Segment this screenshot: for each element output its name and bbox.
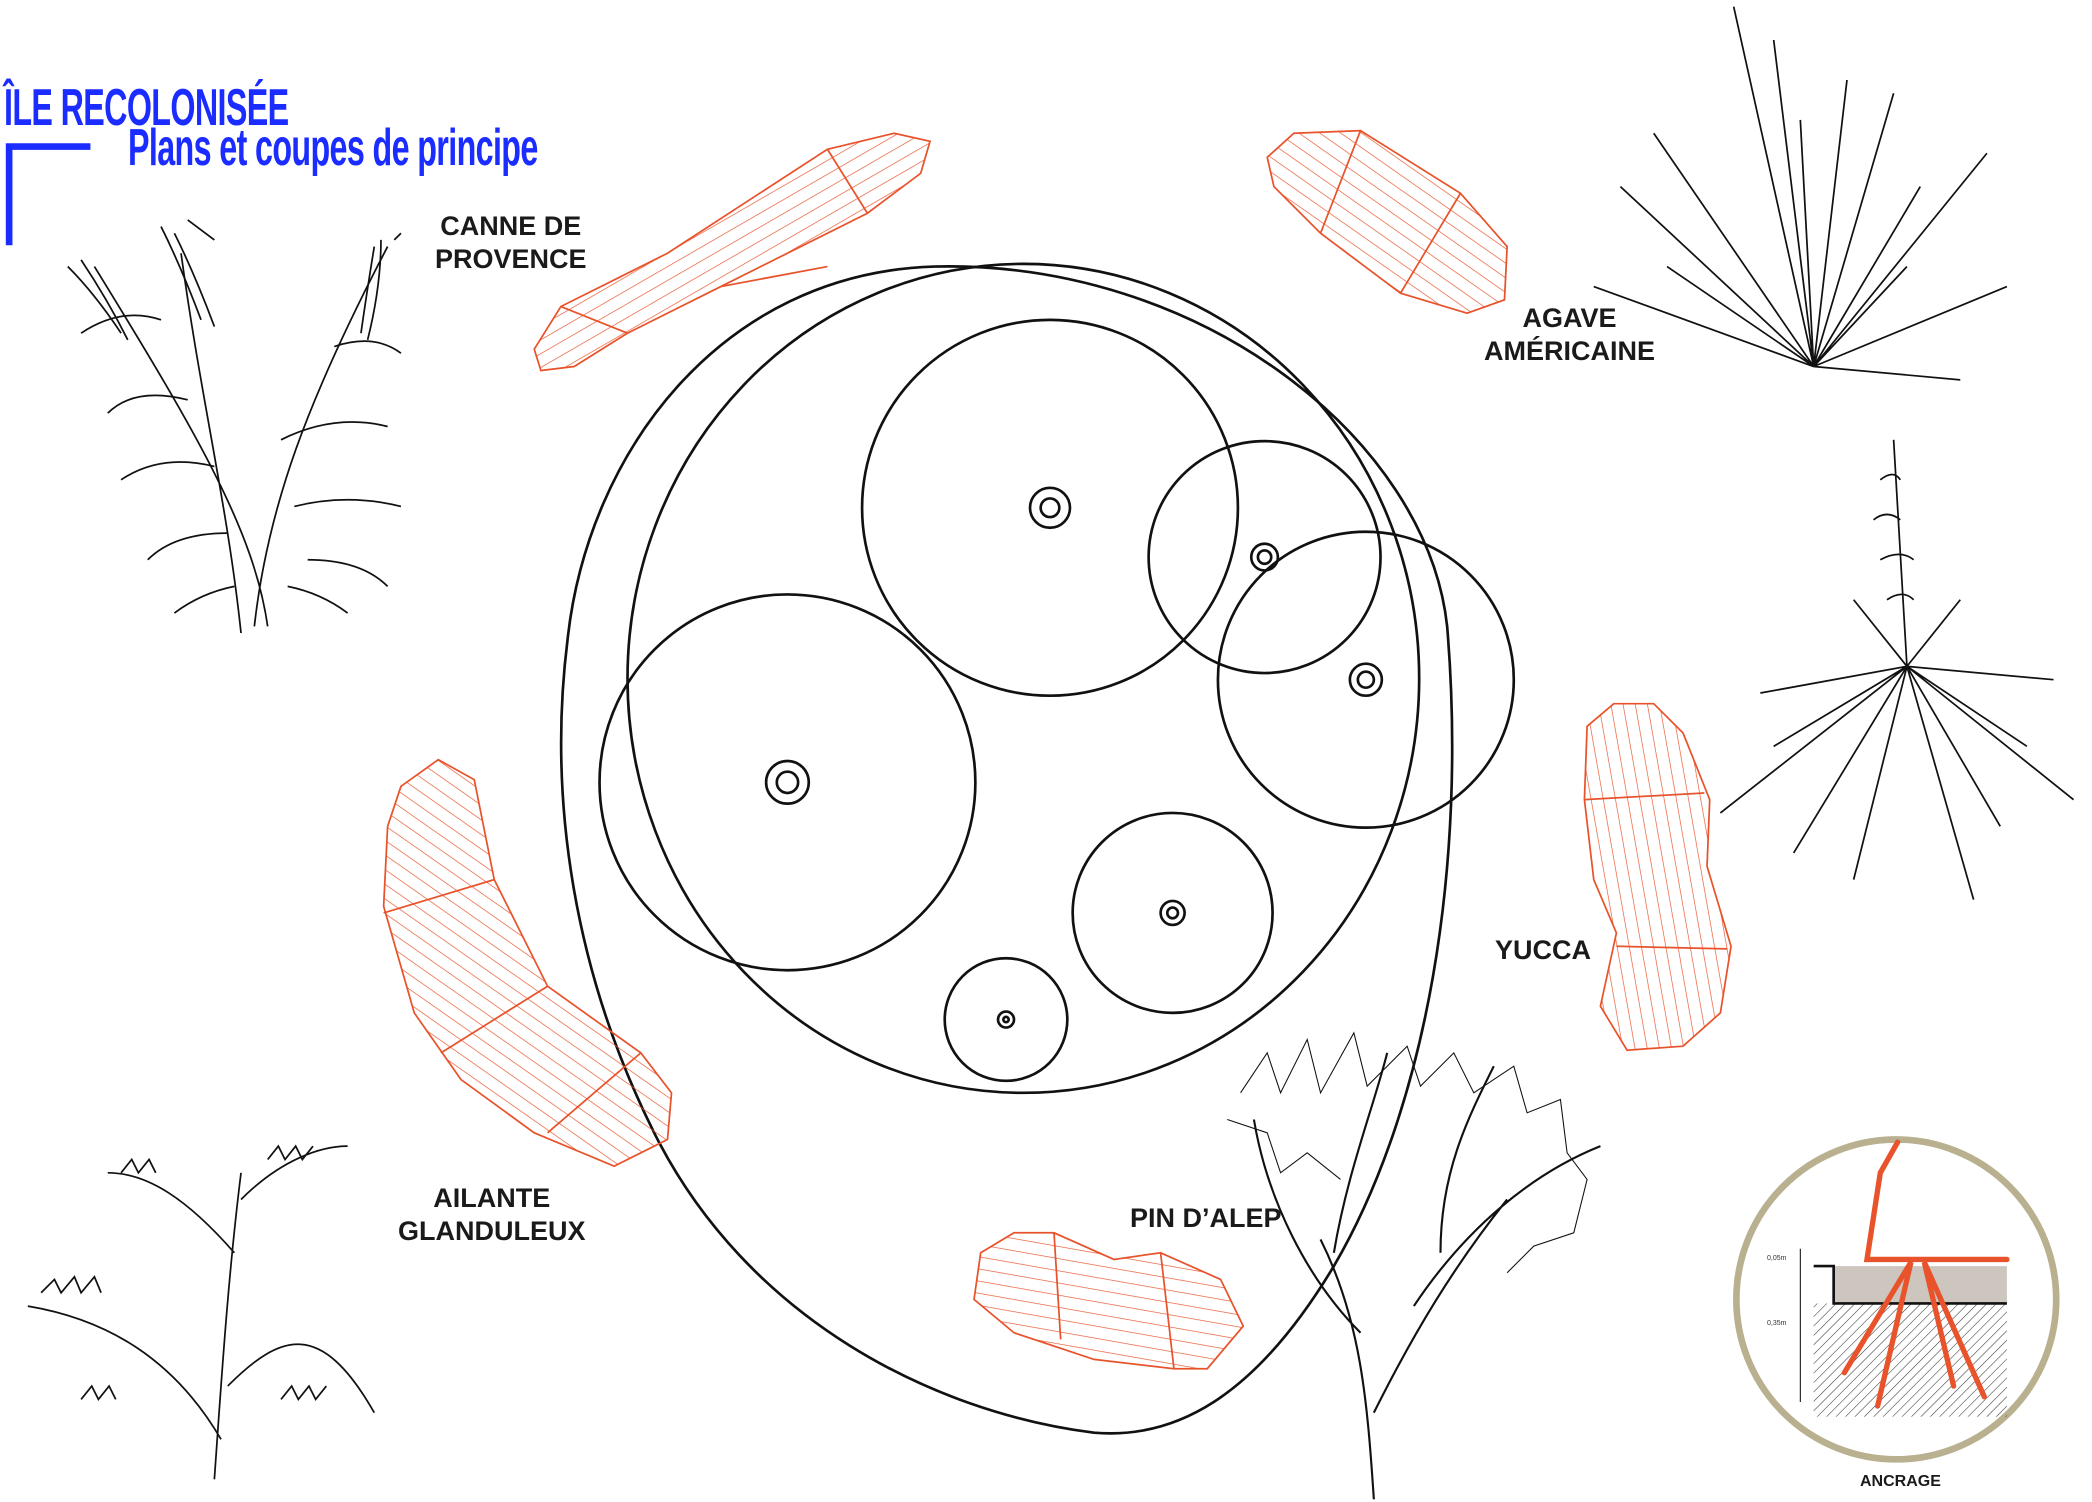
zone-pin — [973, 1231, 1245, 1370]
dimension-bottom: 0,35m — [1767, 1320, 1787, 1327]
dimension-top: 0,05m — [1767, 1255, 1787, 1262]
label-canne-de-provence: CANNE DE PROVENCE — [435, 210, 587, 276]
label-line: PIN D’ALEP — [1130, 1203, 1282, 1233]
zone-agave — [1266, 129, 1509, 315]
label-line: PROVENCE — [435, 244, 587, 274]
label-agave-americaine: AGAVE AMÉRICAINE — [1484, 302, 1655, 368]
label-ancrage: ANCRAGE — [1860, 1473, 1941, 1490]
zone-ailante — [382, 758, 673, 1168]
agave-sketch — [1593, 6, 2008, 381]
island-outline — [559, 265, 1454, 1435]
zone-yucca — [1583, 702, 1732, 1052]
corner-bracket — [5, 143, 91, 246]
label-line: CANNE DE — [440, 211, 582, 241]
ancrage-detail — [1733, 1136, 2060, 1463]
label-line: AGAVE — [1522, 303, 1617, 333]
sheet-subtitle: Plans et coupes de principe — [128, 119, 538, 177]
label-line: GLANDULEUX — [398, 1216, 586, 1246]
zone-canne — [533, 132, 932, 372]
label-line: AILANTE — [433, 1183, 551, 1213]
canne-de-provence-sketch — [67, 219, 402, 634]
yucca-sketch — [1719, 439, 2075, 900]
hatched-zones — [382, 129, 1732, 1370]
ailante-sketch — [27, 1144, 376, 1480]
label-line: YUCCA — [1495, 935, 1592, 965]
sheet-title: ÎLE RECOLONISÉE — [4, 79, 289, 137]
planting-zone — [626, 262, 1421, 1095]
tree-canopies — [598, 318, 1516, 1083]
label-line: AMÉRICAINE — [1484, 336, 1656, 366]
label-pin-d-alep: PIN D’ALEP — [1130, 1202, 1282, 1235]
pin-d-alep-sketch — [1227, 1031, 1601, 1500]
label-ailante-glanduleux: AILANTE GLANDULEUX — [398, 1182, 586, 1248]
label-yucca: YUCCA — [1495, 934, 1591, 967]
